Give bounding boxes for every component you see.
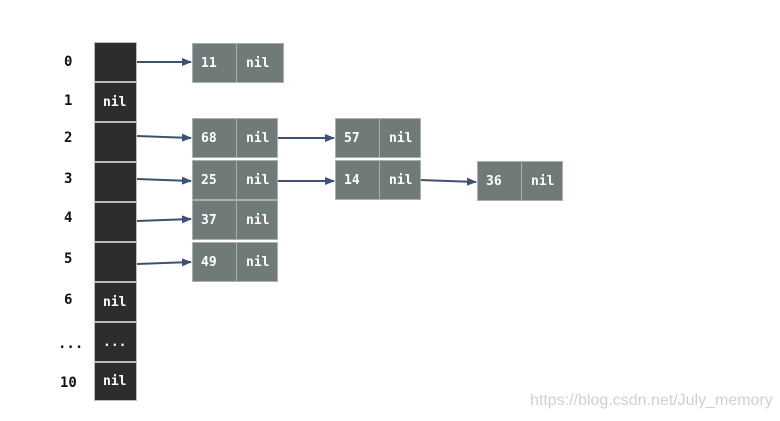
bucket-slot-10: nil (94, 362, 137, 401)
arrow-slot2-to-68 (136, 133, 192, 142)
index-label-10: 10 (60, 375, 77, 391)
node-key: 36 (478, 162, 522, 200)
bucket-slot-5 (94, 242, 137, 282)
list-node-37: 37 nil (192, 200, 278, 240)
list-node-49: 49 nil (192, 242, 278, 282)
node-next: nil (246, 55, 270, 71)
list-node-14: 14 nil (335, 160, 421, 200)
node-key: 25 (193, 161, 237, 199)
bucket-slot-0 (94, 42, 137, 82)
list-node-25: 25 nil (192, 160, 278, 200)
list-node-57: 57 nil (335, 118, 421, 158)
list-node-36: 36 nil (477, 161, 563, 201)
watermark: https://blog.csdn.net/July_memory (530, 392, 773, 409)
arrow-slot4-to-37 (136, 215, 192, 224)
node-next: nil (389, 130, 413, 146)
node-key: 49 (193, 243, 237, 281)
arrow-slot3-to-25 (136, 176, 192, 185)
arrow-slot5-to-49 (136, 258, 192, 267)
node-key: 11 (193, 44, 237, 82)
bucket-slot-ellipsis: ... (94, 322, 137, 362)
list-node-11: 11 nil (192, 43, 284, 83)
index-label-5: 5 (64, 251, 73, 267)
list-node-68: 68 nil (192, 118, 278, 158)
bucket-slot-1: nil (94, 82, 137, 122)
node-next: nil (389, 172, 413, 188)
bucket-slot-3 (94, 162, 137, 202)
node-next: nil (246, 172, 270, 188)
node-next: nil (246, 130, 270, 146)
node-key: 68 (193, 119, 237, 157)
node-key: 57 (336, 119, 380, 157)
node-key: 37 (193, 201, 237, 239)
index-label-0: 0 (64, 54, 73, 70)
node-next: nil (246, 254, 270, 270)
node-next: nil (246, 212, 270, 228)
index-label-1: 1 (64, 93, 73, 109)
arrow-14-to-36 (419, 177, 477, 186)
bucket-slot-6: nil (94, 282, 137, 322)
node-next: nil (531, 173, 555, 189)
bucket-slot-2 (94, 122, 137, 162)
index-label-ellipsis: ... (58, 336, 84, 352)
bucket-slot-4 (94, 202, 137, 242)
index-label-2: 2 (64, 130, 73, 146)
index-label-3: 3 (64, 171, 73, 187)
index-label-4: 4 (64, 210, 73, 226)
index-label-6: 6 (64, 292, 73, 308)
node-key: 14 (336, 161, 380, 199)
